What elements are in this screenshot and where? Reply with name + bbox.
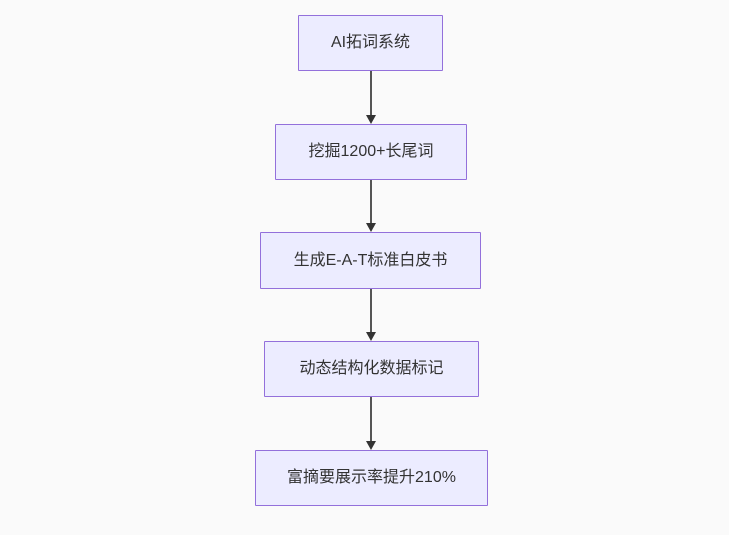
- flowchart-node-eat-whitepaper: 生成E-A-T标准白皮书: [260, 232, 481, 289]
- flow-arrow-1: [365, 71, 377, 124]
- flow-arrow-2: [365, 180, 377, 232]
- arrow-down-icon: [366, 441, 376, 450]
- node-label: 富摘要展示率提升210%: [287, 469, 456, 487]
- arrow-down-icon: [366, 332, 376, 341]
- arrow-down-icon: [366, 115, 376, 124]
- arrow-down-icon: [366, 223, 376, 232]
- node-label: 动态结构化数据标记: [299, 360, 444, 378]
- arrow-line: [370, 71, 372, 116]
- arrow-line: [370, 289, 372, 333]
- flowchart-node-structured-data-markup: 动态结构化数据标记: [264, 341, 479, 397]
- flowchart-node-ai-word-expansion: AI拓词系统: [298, 15, 443, 71]
- node-label: 挖掘1200+长尾词: [308, 143, 434, 161]
- flowchart-node-rich-snippet-uplift: 富摘要展示率提升210%: [255, 450, 488, 506]
- flowchart-node-mine-longtail-keywords: 挖掘1200+长尾词: [275, 124, 467, 180]
- flow-arrow-3: [365, 289, 377, 341]
- node-label: 生成E-A-T标准白皮书: [293, 251, 448, 269]
- arrow-line: [370, 180, 372, 224]
- node-label: AI拓词系统: [330, 34, 411, 52]
- arrow-line: [370, 397, 372, 442]
- flow-arrow-4: [365, 397, 377, 450]
